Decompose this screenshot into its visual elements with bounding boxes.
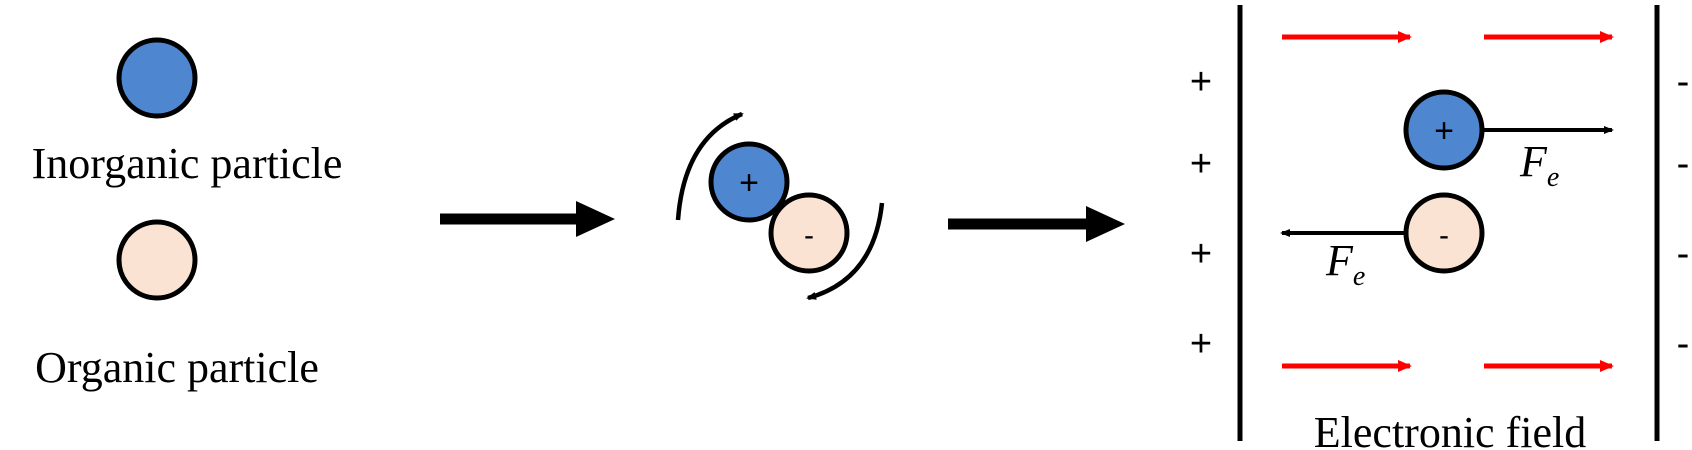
electric-force-label: Fe: [1325, 236, 1365, 292]
right-arrow-head-icon: [1086, 206, 1125, 242]
plate-plus-sign: +: [1190, 233, 1212, 275]
force-symbol: F: [1519, 137, 1548, 186]
process-arrow-2: [948, 206, 1125, 242]
process-arrow-1: [440, 201, 615, 237]
plate-minus-sign: -: [1677, 233, 1690, 275]
inorganic-particle-positive: [708, 141, 790, 223]
negative-charge-sign: -: [1439, 219, 1449, 252]
plate-minus-sign: -: [1677, 61, 1690, 103]
plate-plus-sign: +: [1190, 143, 1212, 185]
positive-charge-sign: +: [739, 164, 759, 202]
negative-charge-sign: -: [804, 219, 814, 252]
force-subscript: e: [1547, 162, 1559, 193]
inorganic-particle-label: Inorganic particle: [32, 139, 343, 188]
plate-plus-sign: +: [1190, 323, 1212, 365]
electric-field-label: Electronic field: [1314, 408, 1586, 450]
plate-minus-sign: -: [1677, 323, 1690, 365]
plate-plus-sign: +: [1190, 61, 1212, 103]
organic-particle-negative: [1403, 192, 1485, 274]
organic-particle-icon: [116, 219, 198, 301]
electric-force-label: Fe: [1519, 137, 1559, 193]
right-arrow-head-icon: [576, 201, 615, 237]
attracted-particle-pair: + -: [675, 111, 885, 301]
legend: Inorganic particle Organic particle: [32, 37, 343, 392]
inorganic-particle-icon: [116, 37, 198, 119]
organic-particle-negative: [768, 192, 850, 274]
force-symbol: F: [1325, 236, 1354, 285]
curved-arrow-icon: [806, 202, 885, 301]
curved-arrow-icon: [675, 111, 744, 221]
electric-field-region: + + + + - - - - + Fe - Fe Electronic fie…: [1190, 5, 1689, 450]
organic-particle-label: Organic particle: [35, 343, 319, 392]
plate-minus-sign: -: [1677, 143, 1690, 185]
force-subscript: e: [1353, 261, 1365, 292]
inorganic-particle-positive: [1403, 89, 1485, 171]
positive-charge-sign: +: [1434, 112, 1454, 150]
